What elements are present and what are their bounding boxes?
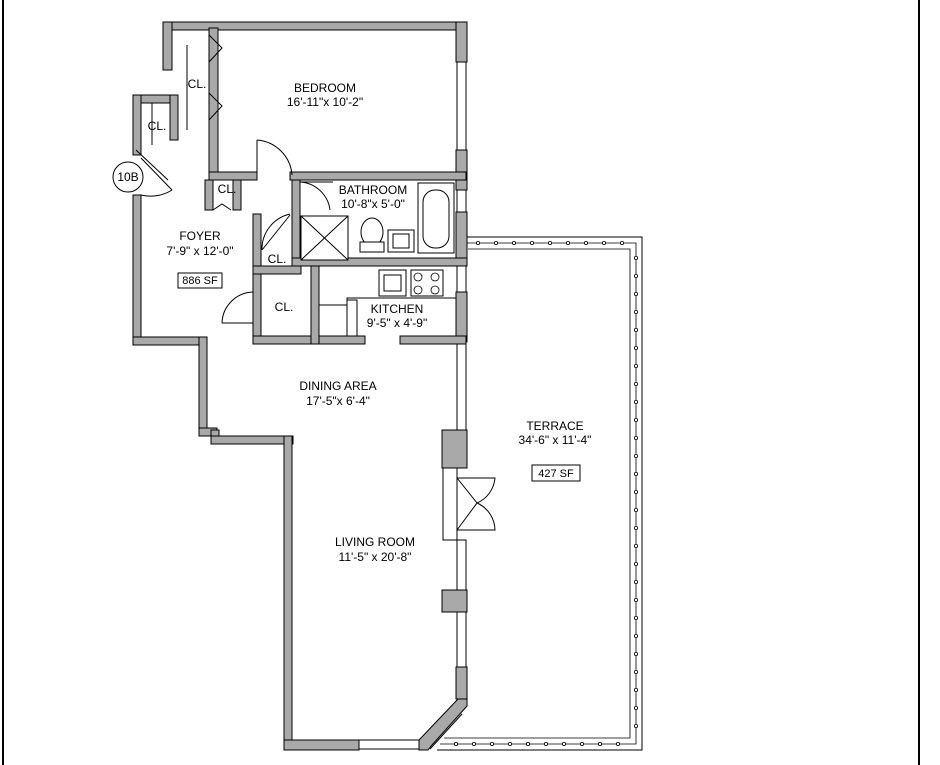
railing-post: [634, 453, 639, 458]
railing-post: [634, 381, 639, 386]
railing-post: [634, 670, 639, 675]
railing-post: [598, 742, 603, 747]
living-room-dimensions: 11'-5" x 20'-8": [339, 550, 412, 564]
unit-number-tag: 10B: [112, 161, 144, 193]
railing-post: [634, 255, 639, 260]
railing-post: [634, 471, 639, 476]
railing-post: [453, 742, 458, 747]
foyer-dimensions: 7'-9" x 12'-0": [166, 244, 233, 258]
closet-label: CL.: [188, 77, 207, 91]
railing-post: [634, 706, 639, 711]
railing-post: [475, 240, 480, 245]
railing-post: [493, 240, 498, 245]
terrace-dimensions: 34'-6" x 11'-4": [519, 433, 592, 447]
left-frame-line: [2, 0, 4, 765]
railing-post: [634, 309, 639, 314]
interior-area-box: 886 SF: [177, 272, 223, 289]
kitchen-fixtures: [318, 269, 456, 337]
kitchen-label: KITCHEN: [371, 302, 424, 316]
railing-post: [634, 399, 639, 404]
railing-post: [634, 291, 639, 296]
bathroom-label: BATHROOM: [339, 183, 407, 197]
bathroom-fixtures: [300, 182, 455, 261]
railing-post: [634, 489, 639, 494]
railing-post: [507, 742, 512, 747]
railing-post: [566, 240, 571, 245]
closet-label: CL.: [148, 119, 167, 133]
bedroom-label: BEDROOM: [294, 81, 356, 95]
railing-post: [634, 544, 639, 549]
dining-area-dimensions: 17'-5"x 6'-4": [306, 394, 370, 408]
railing-post: [634, 580, 639, 585]
railing-post: [634, 616, 639, 621]
railing-post: [489, 742, 494, 747]
railing-post: [634, 417, 639, 422]
railing-post: [634, 435, 639, 440]
bathroom-dimensions: 10'-8"x 5'-0": [341, 197, 405, 211]
railing-post: [602, 240, 607, 245]
terrace-railing: [437, 236, 643, 751]
unit-number: 10B: [117, 170, 138, 184]
railing-post: [634, 598, 639, 603]
railing-post: [620, 240, 625, 245]
railing-post: [634, 724, 639, 729]
railing-post: [634, 526, 639, 531]
railing-post: [634, 327, 639, 332]
bedroom-dimensions: 16'-11"x 10'-2": [287, 95, 363, 109]
living-room-label: LIVING ROOM: [335, 535, 415, 549]
railing-post: [512, 240, 517, 245]
railing-post: [544, 742, 549, 747]
railing-post: [584, 240, 589, 245]
railing-post: [634, 363, 639, 368]
railing-post: [526, 742, 531, 747]
railing-post: [634, 345, 639, 350]
railing-post: [634, 688, 639, 693]
closet-label: CL.: [218, 182, 237, 196]
railing-post: [616, 742, 621, 747]
terrace-railing-posts: [453, 240, 639, 747]
railing-post: [634, 652, 639, 657]
doors: [135, 139, 496, 541]
kitchen-dimensions: 9'-5" x 4'-9": [367, 316, 427, 330]
closet-bifold-doors: [151, 34, 232, 211]
railing-post: [562, 742, 567, 747]
closet-label: CL.: [268, 252, 287, 266]
closet-label: CL.: [275, 300, 294, 314]
dining-area-label: DINING AREA: [299, 379, 376, 393]
interior-area: 886 SF: [182, 275, 218, 287]
railing-post: [548, 240, 553, 245]
terrace-area: 427 SF: [538, 468, 574, 480]
railing-post: [634, 562, 639, 567]
interior-walls: [204, 27, 468, 345]
railing-post: [634, 507, 639, 512]
terrace-area-box: 427 SF: [531, 464, 581, 482]
railing-post: [530, 240, 535, 245]
right-frame-line: [918, 0, 920, 765]
railing-post: [634, 273, 639, 278]
railing-post: [580, 742, 585, 747]
terrace-label: TERRACE: [526, 419, 583, 433]
foyer-label: FOYER: [179, 229, 221, 243]
exterior-walls: [132, 21, 468, 751]
railing-post: [634, 634, 639, 639]
railing-post: [471, 742, 476, 747]
